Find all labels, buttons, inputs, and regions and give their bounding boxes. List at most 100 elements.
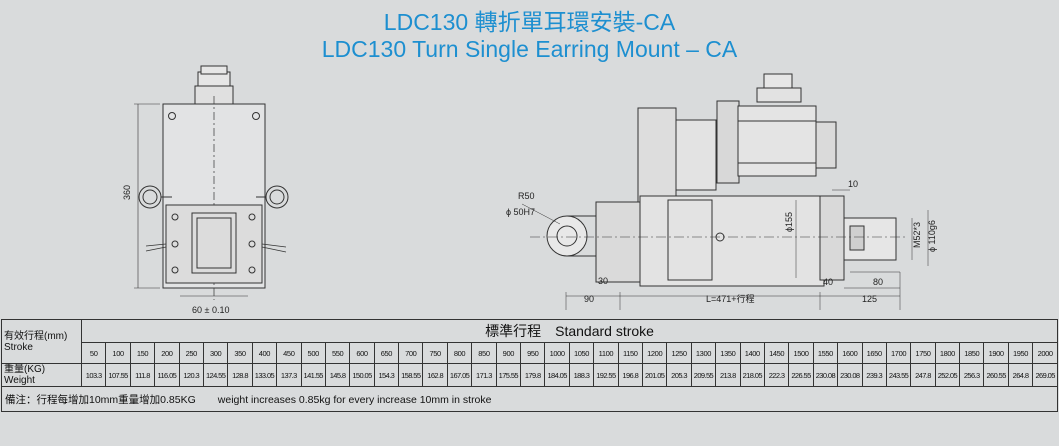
weight-value-cell: 264.8 [1007,363,1034,387]
weight-value-cell: 141.55 [300,363,326,387]
stroke-value-cell: 1200 [641,342,668,364]
weight-value-cell: 226.55 [788,363,814,387]
weight-value-cell: 137.3 [276,363,302,387]
weight-value-cell: 145.8 [324,363,351,387]
weight-value-cell: 213.8 [715,363,741,387]
weight-value-cell: 133.05 [251,363,278,387]
weight-value-cell: 230.08 [812,363,839,387]
weight-value-cell: 218.05 [739,363,765,387]
weight-row-label: 重量(KG) Weight [1,363,82,387]
weight-value-cell: 107.55 [105,363,131,387]
weight-value-cell: 175.55 [495,363,522,387]
stroke-value-cell: 250 [178,342,204,364]
stroke-value-cell: 1000 [544,342,570,364]
dimension-125: 125 [862,294,877,304]
right-view-drawing [521,73,929,310]
weight-value-cell: 128.8 [227,363,253,387]
stroke-value-cell: 1900 [983,342,1009,364]
dimension-80: 80 [873,277,883,287]
dimension-10: 10 [848,179,858,189]
rod-diameter-dimension: ϕ 110g6 [927,220,937,252]
weight-value-cell: 171.3 [471,363,497,387]
weight-value-cell: 269.05 [1032,363,1059,387]
weight-value-cell: 184.05 [544,363,570,387]
stroke-value-cell: 1450 [763,342,790,364]
weight-label-en: Weight [4,375,35,386]
page-title-english: LDC130 Turn Single Earring Mount – CA [321,36,738,62]
weight-value-cell: 150.05 [349,363,375,387]
weight-value-cell: 209.55 [690,363,717,387]
weight-value-cell: 239.3 [861,363,887,387]
stroke-value-cell: 400 [251,342,278,364]
thread-dimension: M52*3 [912,222,922,248]
weight-label-cn: 重量(KG) [4,364,46,376]
page-title-chinese: LDC130 轉折單耳環安裝-CA [383,9,676,35]
stroke-value-cell: 750 [422,342,448,364]
stroke-value-cell: 800 [446,342,473,364]
weight-value-cell: 120.3 [178,363,204,387]
stroke-value-cell: 1650 [861,342,887,364]
weight-value-cell: 116.05 [154,363,180,387]
stroke-value-cell: 1800 [934,342,961,364]
stroke-value-cell: 300 [202,342,229,364]
stroke-value-cell: 500 [300,342,326,364]
weight-value-cell: 260.55 [983,363,1009,387]
left-width-dimension: 60 ± 0.10 [192,305,229,315]
stroke-value-cell: 900 [495,342,522,364]
length-dimension: L=471+行程 [706,293,755,304]
weight-value-cell: 222.3 [763,363,790,387]
stroke-value-cell: 1050 [568,342,595,364]
stroke-label-cn: 有效行程(mm) [4,330,68,342]
stroke-value-cell: 1700 [885,342,912,364]
stroke-value-cell: 1100 [593,342,619,364]
note-chinese: 備注：行程每增加10mm重量增加0.85KG [5,393,196,406]
weight-value-cell: 111.8 [129,363,156,387]
weight-value-cell: 247.8 [910,363,936,387]
stroke-value-cell: 150 [129,342,156,364]
stroke-row-label: 有效行程(mm) Stroke [1,319,82,364]
stroke-value-cell: 850 [471,342,497,364]
stroke-value-cell: 2000 [1032,342,1059,364]
standard-stroke-header: 標準行程 Standard stroke [80,319,1059,343]
weight-value-cell: 103.3 [80,363,107,387]
weight-value-cell: 162.8 [422,363,448,387]
dimension-90: 90 [584,294,594,304]
table-note: 備注：行程每增加10mm重量增加0.85KG weight increases 0… [0,386,1059,412]
weight-value-cell: 188.3 [568,363,595,387]
stroke-value-cell: 1350 [715,342,741,364]
left-height-dimension: 360 [122,185,132,200]
weight-value-cell: 192.55 [593,363,619,387]
stroke-value-cell: 1950 [1007,342,1034,364]
weight-value-cell: 205.3 [666,363,692,387]
stroke-value-cell: 1300 [690,342,717,364]
body-diameter-dimension: ϕ155 [784,212,794,232]
stroke-value-cell: 1550 [812,342,839,364]
stroke-value-cell: 100 [105,342,131,364]
dimension-30: 30 [598,276,608,286]
stroke-value-cell: 1500 [788,342,814,364]
weight-value-cell: 252.05 [934,363,961,387]
note-english: weight increases 0.85kg for every increa… [217,393,492,406]
weight-value-cell: 256.3 [959,363,985,387]
weight-value-cell: 243.55 [885,363,912,387]
stroke-value-cell: 200 [154,342,180,364]
weight-value-cell: 230.08 [837,363,863,387]
stroke-value-cell: 700 [398,342,424,364]
stroke-value-cell: 1150 [617,342,643,364]
left-view-drawing [134,65,289,300]
weight-value-cell: 154.3 [373,363,400,387]
stroke-value-cell: 1250 [666,342,692,364]
weight-value-cell: 124.55 [202,363,229,387]
stroke-value-cell: 550 [324,342,351,364]
weight-value-cell: 179.8 [520,363,546,387]
weight-value-cell: 201.05 [641,363,668,387]
radius-dimension: R50 [518,191,535,201]
stroke-value-cell: 50 [80,342,107,364]
technical-drawing: 360 60 ± 0.10 R50 ϕ 50H7 ϕ155 M52*3 ϕ 11… [122,65,937,315]
stroke-value-cell: 600 [349,342,375,364]
stroke-value-cell: 950 [520,342,546,364]
stroke-value-cell: 650 [373,342,400,364]
